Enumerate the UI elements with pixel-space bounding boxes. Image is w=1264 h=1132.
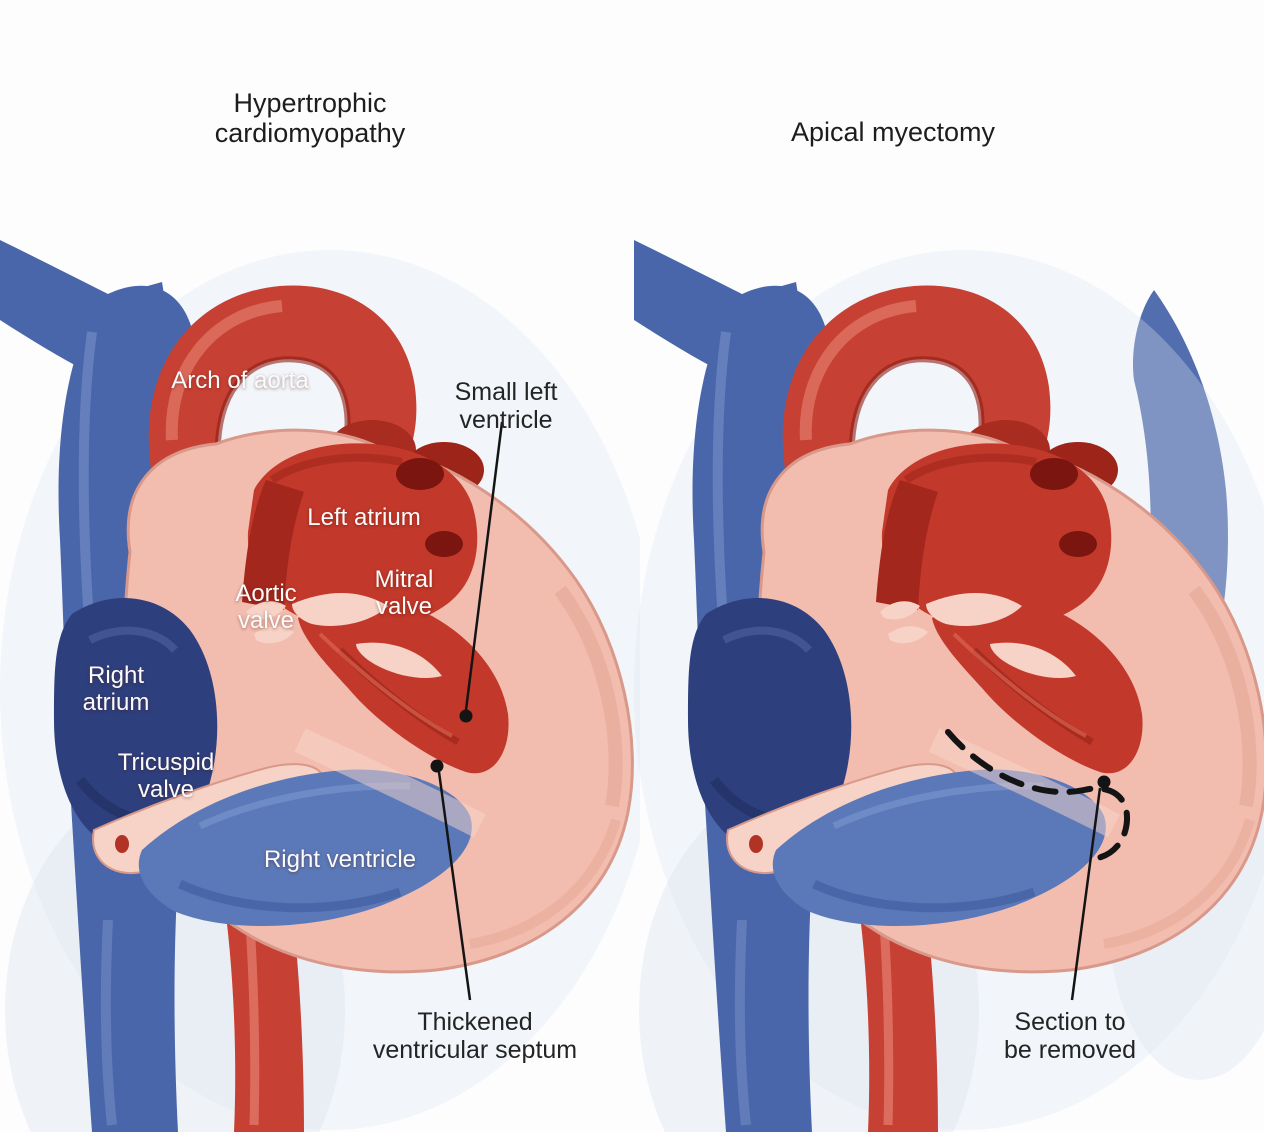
- label-line: atrium: [82, 689, 150, 716]
- label-line: Aortic: [235, 580, 297, 607]
- label-line: Small left: [454, 378, 558, 406]
- label-aortic-valve: Aortic valve: [235, 580, 296, 634]
- label-small-left-ventricle: Small left ventricle: [455, 378, 558, 434]
- label-tricuspid-valve: Tricuspid valve: [118, 749, 214, 803]
- pointer-dot: [1097, 775, 1111, 789]
- label-line: Thickened: [417, 1008, 533, 1036]
- title-line: Hypertrophic: [233, 88, 387, 118]
- label-line: valve: [237, 607, 295, 634]
- label-line: Mitral: [374, 566, 434, 593]
- callout-small-left-ventricle: [459, 421, 504, 723]
- heart-illustration-hcm: [0, 220, 640, 1132]
- heart-art-instance: [634, 240, 1264, 1132]
- label-line: ventricular septum: [372, 1036, 578, 1064]
- pointer-dot: [430, 759, 444, 773]
- label-arch-of-aorta: Arch of aorta: [171, 367, 308, 394]
- label-line: Left atrium: [307, 504, 421, 531]
- label-left-atrium: Left atrium: [307, 504, 420, 531]
- label-line: Arch of aorta: [171, 367, 309, 394]
- label-right-ventricle: Right ventricle: [264, 846, 416, 873]
- title-line: Apical myectomy: [790, 117, 996, 147]
- callout-thickened-septum: [430, 759, 472, 1001]
- label-line: Section to: [1014, 1008, 1126, 1036]
- label-line: valve: [375, 593, 433, 620]
- label-right-atrium: Right atrium: [83, 662, 150, 716]
- label-line: Tricuspid: [117, 749, 215, 776]
- pointer-dot: [459, 709, 473, 723]
- label-line: Right: [87, 662, 145, 689]
- leader-line: [464, 421, 504, 711]
- label-mitral-valve: Mitral valve: [375, 566, 434, 620]
- label-line: ventricle: [459, 406, 553, 434]
- callout-section-to-remove: [1070, 775, 1111, 1001]
- title-line: cardiomyopathy: [214, 118, 406, 148]
- label-line: be removed: [1003, 1036, 1137, 1064]
- label-line: Right ventricle: [263, 846, 417, 873]
- label-section-to-be-removed: Section to be removed: [1004, 1008, 1136, 1064]
- panel-title-hcm: Hypertrophic cardiomyopathy: [215, 88, 406, 148]
- label-line: valve: [137, 776, 195, 803]
- heart-illustration-myectomy: [634, 220, 1264, 1132]
- leader-line: [1070, 787, 1102, 1001]
- panel-title-myectomy: Apical myectomy: [791, 117, 995, 147]
- label-thickened-ventricular-septum: Thickened ventricular septum: [373, 1008, 577, 1064]
- leader-line: [437, 771, 472, 1001]
